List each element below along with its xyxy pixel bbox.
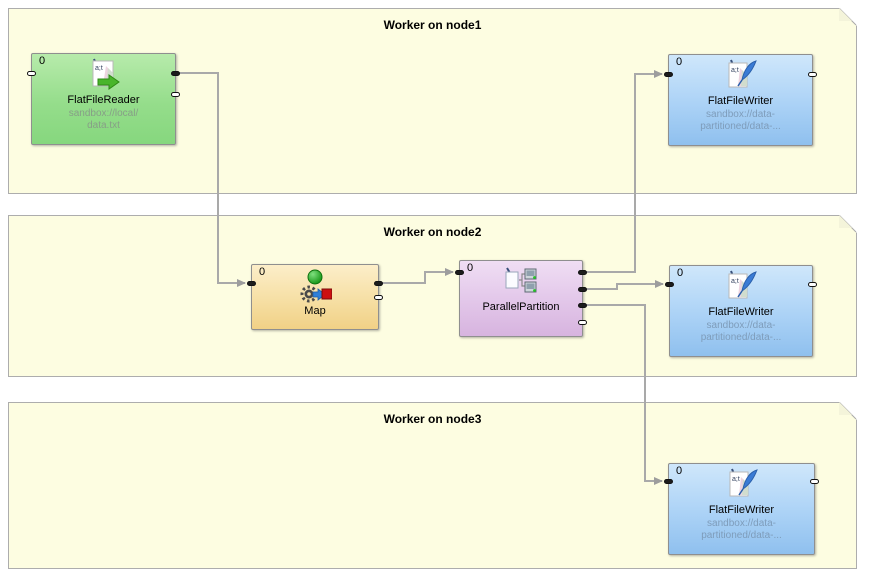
component-label: ParallelPartition xyxy=(482,301,560,313)
component-label: FlatFileWriter xyxy=(707,95,774,107)
component-flatfilewriter-node1[interactable]: 0 a;t FlatFileWriter sandbox://data- par… xyxy=(664,54,817,146)
file-url-line1: sandbox://data- xyxy=(707,518,776,529)
component-map[interactable]: 0 Map xyxy=(247,264,383,330)
component-label: FlatFileWriter xyxy=(708,306,774,318)
flat-file-writer-icon: a;t xyxy=(724,59,758,93)
output-port-0[interactable] xyxy=(578,270,587,275)
component-number: 0 xyxy=(676,465,683,477)
input-port[interactable] xyxy=(27,71,36,76)
output-port-3[interactable] xyxy=(578,320,587,325)
file-url-line2: partitioned/data-... xyxy=(700,121,781,132)
input-port[interactable] xyxy=(455,270,464,275)
component-flatfilewriter-node3[interactable]: 0 a;t FlatFileWriter sandbox://data- par… xyxy=(664,463,819,555)
component-file-url: sandbox://data- partitioned/data-... xyxy=(670,320,812,344)
component-number: 0 xyxy=(676,56,683,68)
component-file-url: sandbox://data- partitioned/data-... xyxy=(669,518,814,542)
parallel-partition-icon xyxy=(504,265,538,299)
file-url-line2: data.txt xyxy=(87,120,120,131)
note-fold-corner xyxy=(839,8,857,26)
svg-text:a;t: a;t xyxy=(731,278,739,285)
input-port[interactable] xyxy=(247,281,256,286)
svg-text:a;t: a;t xyxy=(732,476,740,483)
output-port-1[interactable] xyxy=(171,92,180,97)
input-port[interactable] xyxy=(664,72,673,77)
component-number: 0 xyxy=(467,262,474,274)
flat-file-writer-icon: a;t xyxy=(724,270,758,304)
note-fold-corner xyxy=(839,215,857,233)
worker-title: Worker on node2 xyxy=(383,225,482,239)
file-url-line1: sandbox://data- xyxy=(706,109,775,120)
note-fold-corner xyxy=(839,402,857,420)
component-flatfilereader[interactable]: 0 a;t FlatFileReader sandbox://local/ da… xyxy=(27,53,180,145)
component-parallelpartition[interactable]: 0 ParallelPartition xyxy=(455,260,587,337)
component-number: 0 xyxy=(39,55,46,67)
output-port-1[interactable] xyxy=(374,295,383,300)
output-port-1[interactable] xyxy=(578,287,587,292)
file-url-line1: sandbox://data- xyxy=(706,320,776,331)
output-port[interactable] xyxy=(808,72,817,77)
output-port[interactable] xyxy=(808,282,817,287)
component-label: Map xyxy=(304,305,326,317)
worker-title: Worker on node1 xyxy=(383,18,482,32)
output-port-2[interactable] xyxy=(578,303,587,308)
output-port-0[interactable] xyxy=(374,281,383,286)
component-flatfilewriter-node2[interactable]: 0 a;t FlatFileWriter sandbox://data- par… xyxy=(665,265,817,357)
component-file-url: sandbox://local/ data.txt xyxy=(32,108,175,132)
input-port[interactable] xyxy=(664,479,673,484)
component-number: 0 xyxy=(259,266,266,278)
component-number: 0 xyxy=(677,267,684,279)
file-url-line2: partitioned/data-... xyxy=(701,530,782,541)
file-url-line1: sandbox://local/ xyxy=(68,108,139,119)
map-icon xyxy=(298,269,333,303)
component-file-url: sandbox://data- partitioned/data-... xyxy=(669,109,812,133)
component-label: FlatFileReader xyxy=(67,94,140,106)
output-port[interactable] xyxy=(810,479,819,484)
output-port-0[interactable] xyxy=(171,71,180,76)
flat-file-reader-icon: a;t xyxy=(87,58,121,92)
file-url-line2: partitioned/data-... xyxy=(700,332,782,343)
svg-text:a;t: a;t xyxy=(95,65,103,72)
svg-text:a;t: a;t xyxy=(731,67,739,74)
flat-file-writer-icon: a;t xyxy=(725,468,759,502)
component-label: FlatFileWriter xyxy=(708,504,775,516)
worker-title: Worker on node3 xyxy=(383,412,482,426)
input-port[interactable] xyxy=(665,282,674,287)
